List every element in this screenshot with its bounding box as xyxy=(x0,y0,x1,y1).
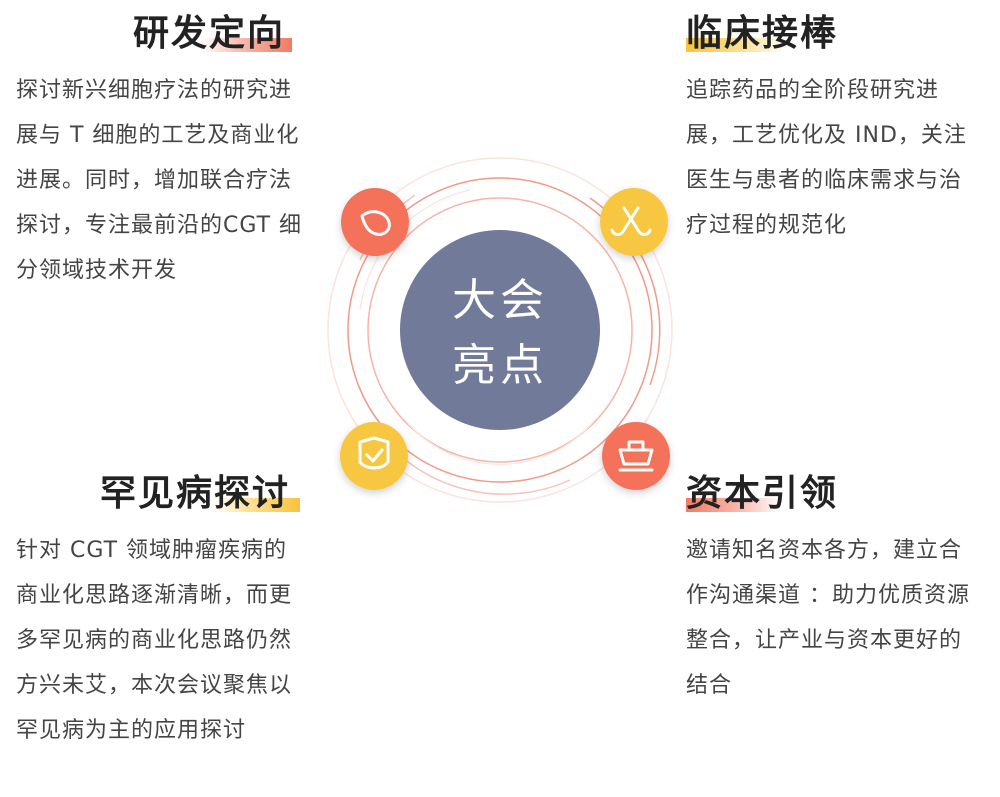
section-body: 邀请知名资本各方，建立合作沟通渠道 ：助力优质资源整合，让产业与资本更好的结合 xyxy=(686,538,970,698)
section-title: 资本引领 xyxy=(686,473,839,514)
center-line1: 大会 xyxy=(452,275,548,326)
section-body: 追踪药品的全阶段研究进展，工艺优化及 IND，关注医生与患者的临床需求与治疗过程… xyxy=(686,78,967,238)
ring-decoration xyxy=(327,157,673,503)
title-highlight xyxy=(200,38,292,52)
ship-icon xyxy=(602,422,670,490)
section-title: 临床接棒 xyxy=(686,13,839,54)
baton-icon xyxy=(600,188,668,256)
title-highlight xyxy=(686,498,782,512)
shield-check-icon xyxy=(340,422,408,490)
title-highlight xyxy=(212,498,300,512)
title-highlight xyxy=(686,38,786,52)
section-body: 探讨新兴细胞疗法的研究进展与 T 细胞的工艺及商业化进展。同时，增加联合疗法探讨… xyxy=(16,78,303,283)
section-body: 针对 CGT 领域肿瘤疾病的商业化思路逐渐清晰，而更多罕见病的商业化思路仍然方兴… xyxy=(16,538,293,743)
center-circle: 大会 亮点 xyxy=(400,230,600,430)
drop-icon xyxy=(341,188,409,256)
highlights-diagram: 大会 亮点 xyxy=(327,157,673,503)
section-title: 研发定向 xyxy=(133,13,286,54)
section-title: 罕见病探讨 xyxy=(100,473,291,514)
center-line2: 亮点 xyxy=(452,340,548,391)
